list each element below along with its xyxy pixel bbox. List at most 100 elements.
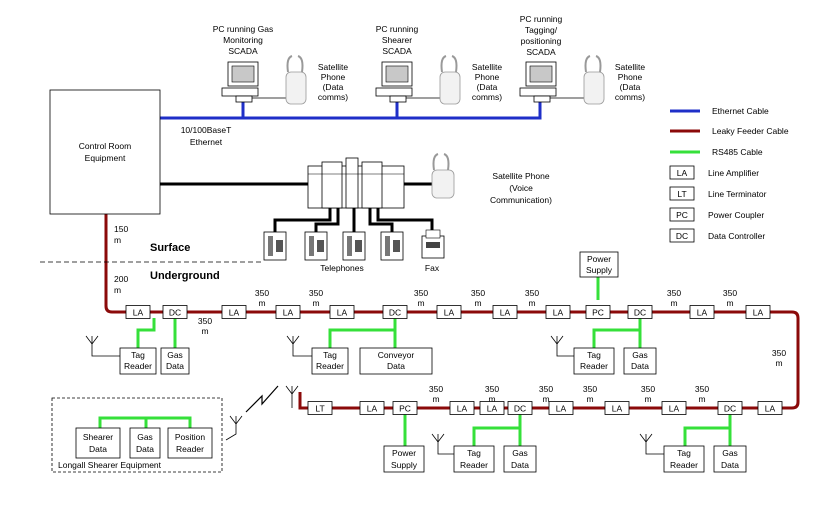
svg-text:(Data: (Data xyxy=(620,82,641,92)
feeder-node-label: DC xyxy=(724,404,736,414)
pc2-label-1: PC running xyxy=(376,24,419,34)
feeder-node-label: LA xyxy=(753,308,764,318)
svg-text:350: 350 xyxy=(485,384,499,394)
feeder-node-top-1 xyxy=(162,305,188,319)
svg-text:Gas: Gas xyxy=(512,448,528,458)
feeder-node-bottom-0 xyxy=(307,401,333,415)
control-room-label-2: Equipment xyxy=(85,153,126,163)
svg-text:350: 350 xyxy=(309,288,323,298)
svg-text:Gas: Gas xyxy=(632,350,648,360)
ethernet-label-2: Ethernet xyxy=(190,137,223,147)
svg-text:PC: PC xyxy=(676,210,688,220)
shearer-equipment-group xyxy=(51,397,223,473)
underground-label: Underground xyxy=(150,270,220,282)
svg-text:m: m xyxy=(670,298,677,308)
svg-text:350: 350 xyxy=(525,288,539,298)
feeder-node-bottom-2 xyxy=(392,401,418,415)
svg-text:m: m xyxy=(586,394,593,404)
feeder-node-top-9 xyxy=(585,305,611,319)
svg-text:Satellite: Satellite xyxy=(318,62,349,72)
svg-text:Satellite: Satellite xyxy=(615,62,646,72)
feeder-node-top-3 xyxy=(275,305,301,319)
feeder-node-bottom-8 xyxy=(661,401,687,415)
svg-text:m: m xyxy=(114,285,121,295)
svg-text:Tag: Tag xyxy=(323,350,337,360)
legend-ethernet: Ethernet Cable xyxy=(712,106,769,116)
antenna-icon xyxy=(286,335,312,357)
pc-shearer: PC running Shearer SCADA xyxy=(375,24,419,103)
feeder-node-label: LA xyxy=(229,308,240,318)
pc-tagging: PC running Tagging/ positioning SCADA xyxy=(519,14,563,103)
pc3-label-3: positioning xyxy=(521,36,562,46)
feeder-node-bottom-4 xyxy=(479,401,505,415)
antenna-icon xyxy=(85,335,120,357)
control-room-box xyxy=(49,89,161,215)
feeder-node-label: PC xyxy=(592,308,604,318)
svg-text:m: m xyxy=(488,394,495,404)
svg-text:m: m xyxy=(312,298,319,308)
sat-voice-label-2: (Voice xyxy=(509,183,533,193)
wireless-link-icon xyxy=(245,385,279,413)
feeder-node-bottom-7 xyxy=(604,401,630,415)
feeder-node-bottom-3 xyxy=(449,401,475,415)
feeder-node-label: DC xyxy=(169,308,181,318)
control-room-label-1: Control Room xyxy=(79,141,131,151)
svg-text:m: m xyxy=(542,394,549,404)
feeder-node-top-2 xyxy=(221,305,247,319)
telephone-cables xyxy=(273,208,434,232)
svg-text:Data: Data xyxy=(387,361,405,371)
feeder-node-label: DC xyxy=(514,404,526,414)
telephone-icon xyxy=(263,231,287,261)
pc3-label-4: SCADA xyxy=(526,47,556,57)
svg-text:Data: Data xyxy=(511,460,529,470)
antenna-icon xyxy=(285,385,299,408)
legend-lt: Line Terminator xyxy=(708,189,767,199)
feeder-node-label: LA xyxy=(500,308,511,318)
legend-rs485: RS485 Cable xyxy=(712,147,763,157)
svg-text:Supply: Supply xyxy=(586,265,613,275)
feeder-node-label: LA xyxy=(337,308,348,318)
pc-gas-monitoring: PC running Gas Monitoring SCADA xyxy=(213,24,273,103)
svg-text:Reader: Reader xyxy=(316,361,344,371)
svg-text:Reader: Reader xyxy=(670,460,698,470)
svg-text:Reader: Reader xyxy=(460,460,488,470)
feeder-node-top-12 xyxy=(745,305,771,319)
svg-text:150: 150 xyxy=(114,224,128,234)
feeder-node-bottom-5 xyxy=(507,401,533,415)
svg-text:350: 350 xyxy=(198,316,212,326)
feeder-node-top-11 xyxy=(689,305,715,319)
legend-la: Line Amplifier xyxy=(708,168,759,178)
svg-text:Gas: Gas xyxy=(722,448,738,458)
svg-text:350: 350 xyxy=(695,384,709,394)
svg-text:Tag: Tag xyxy=(587,350,601,360)
pc1-label-2: Monitoring xyxy=(223,35,263,45)
svg-text:350: 350 xyxy=(471,288,485,298)
antenna-icon xyxy=(431,433,454,455)
computer-icon xyxy=(221,61,259,103)
svg-text:comms): comms) xyxy=(472,92,502,102)
shearer-group-label: Longall Shearer Equipment xyxy=(58,460,162,470)
svg-text:Phone: Phone xyxy=(618,72,643,82)
telephone-icon xyxy=(380,231,404,261)
svg-text:Power: Power xyxy=(587,254,611,264)
feeder-node-label: LA xyxy=(556,404,567,414)
svg-text:DC: DC xyxy=(676,231,688,241)
svg-text:Tag: Tag xyxy=(131,350,145,360)
svg-text:Position: Position xyxy=(175,432,206,442)
feeder-node-label: LT xyxy=(315,404,324,414)
svg-text:Conveyor: Conveyor xyxy=(378,350,415,360)
feeder-node-label: DC xyxy=(634,308,646,318)
surface-label: Surface xyxy=(150,242,190,254)
svg-text:350: 350 xyxy=(539,384,553,394)
